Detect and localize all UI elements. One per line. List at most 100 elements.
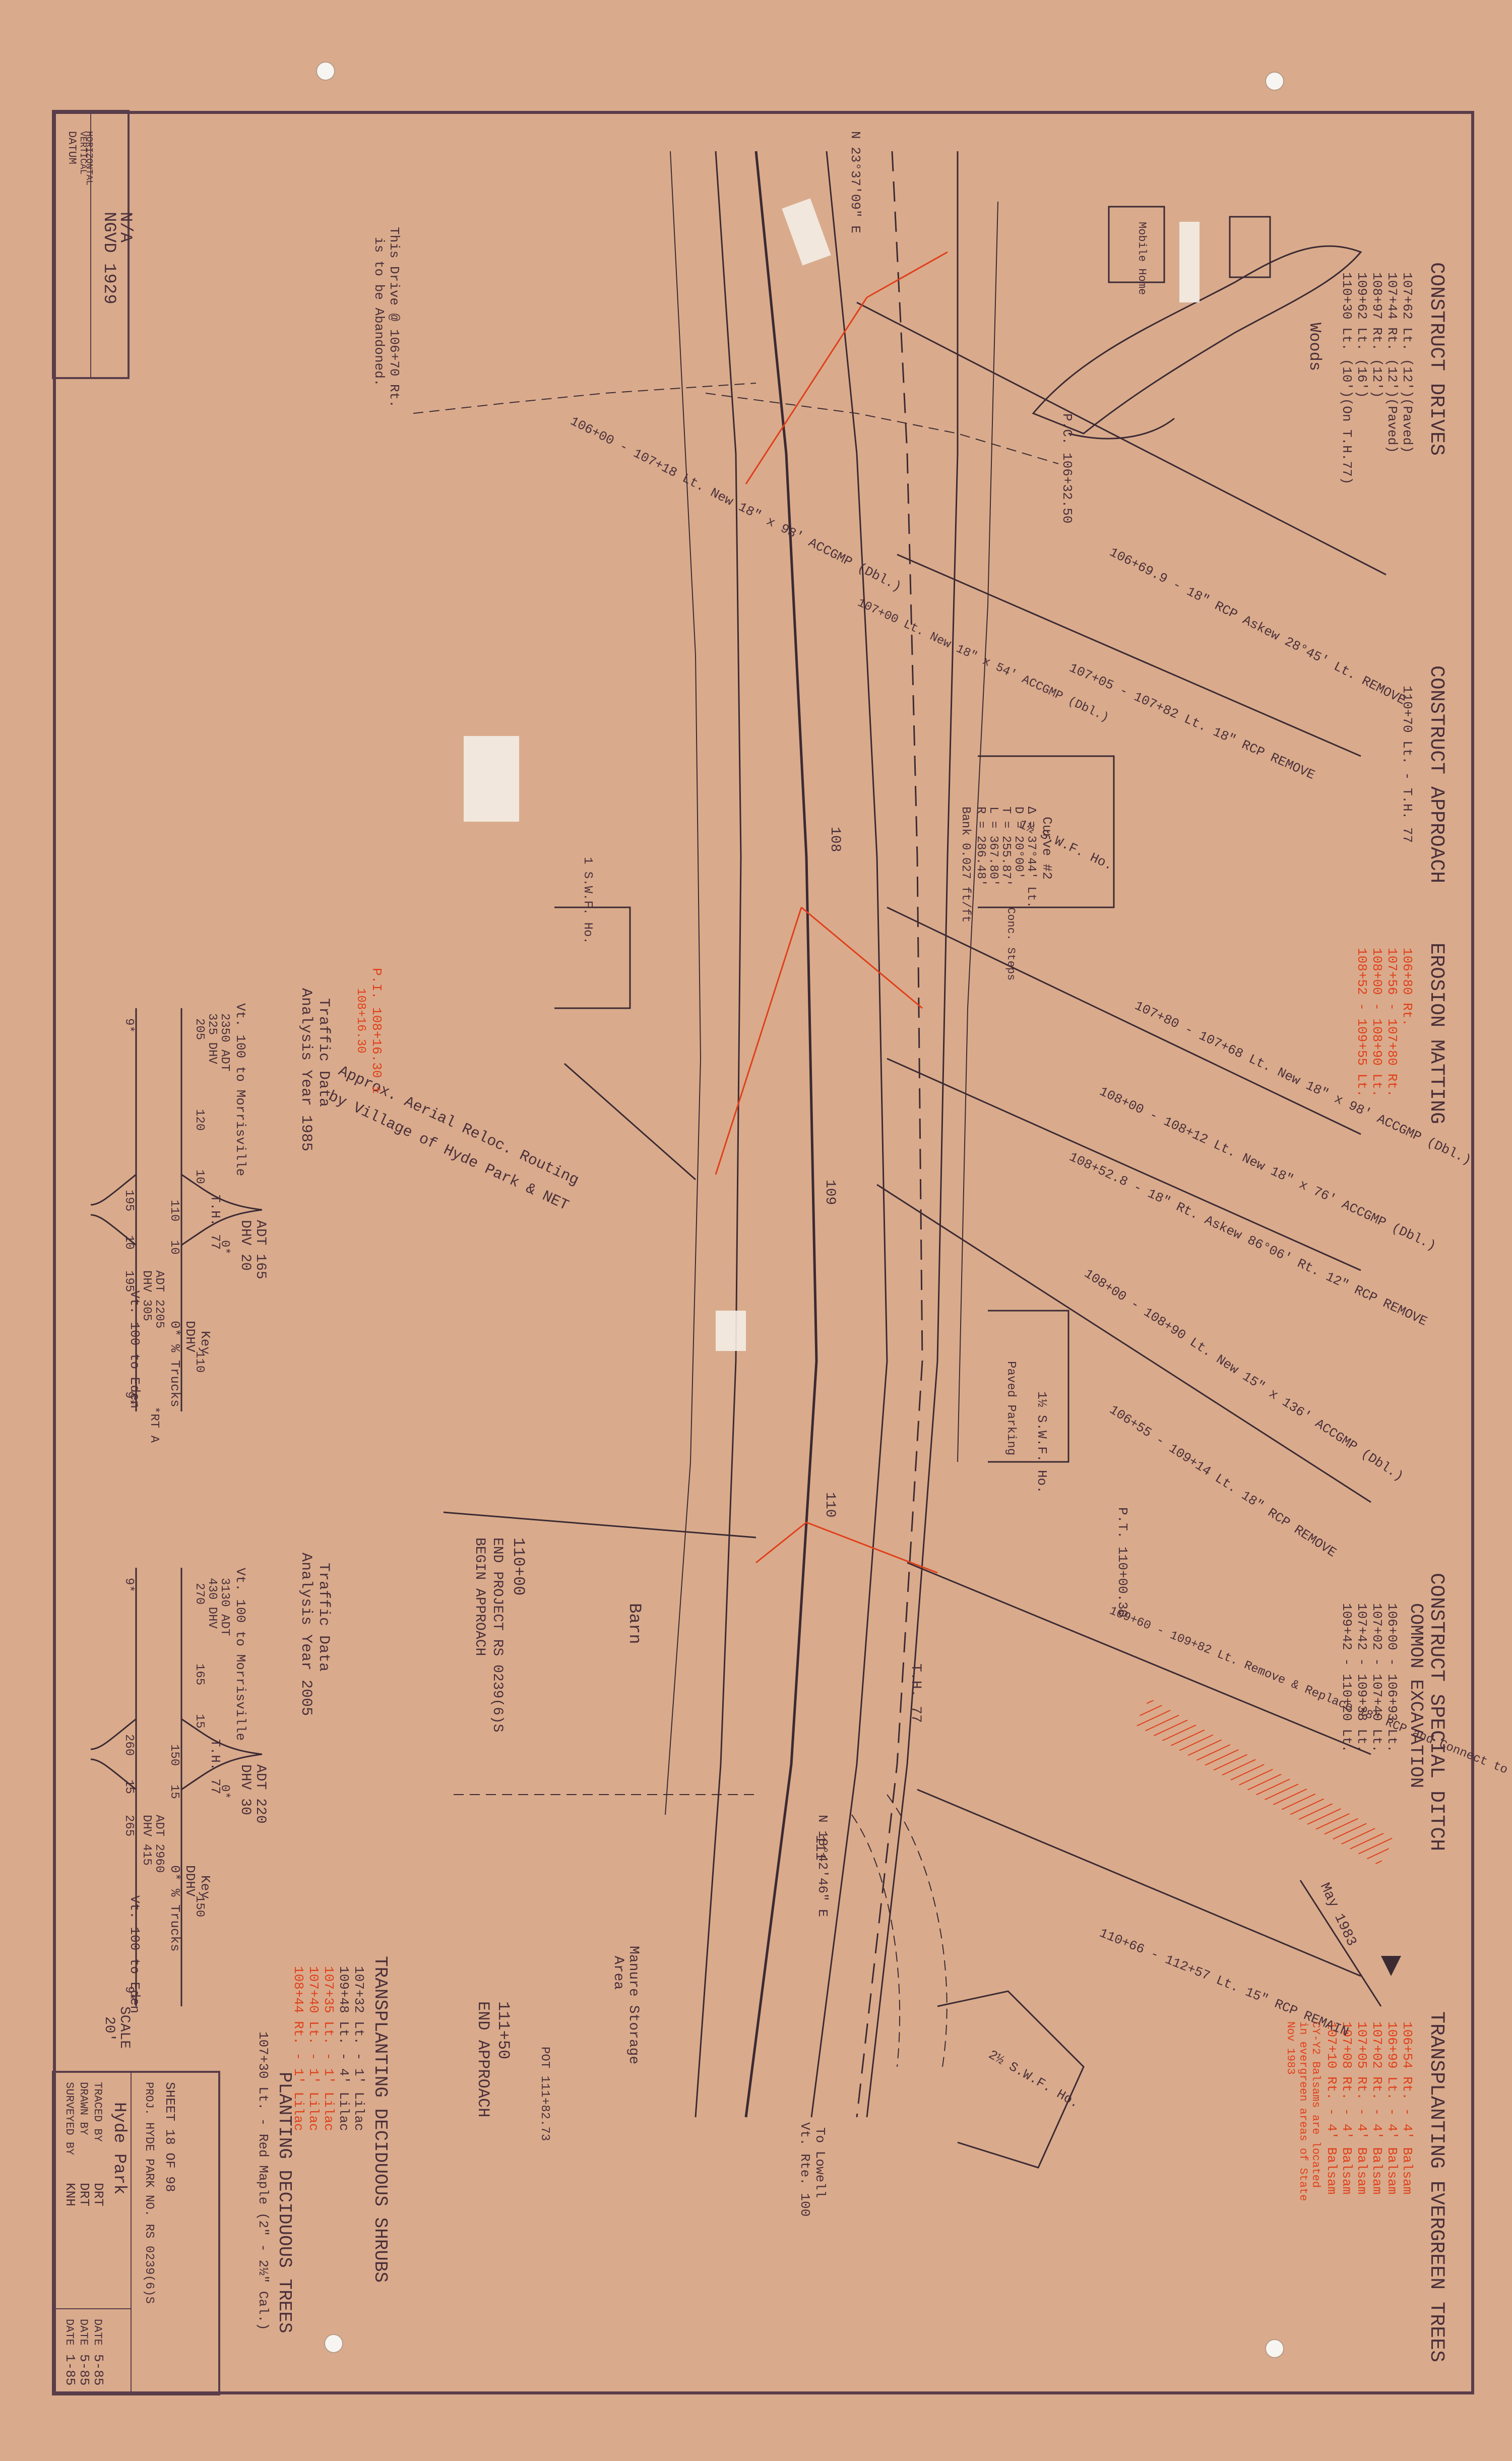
svg-text:ADT 220: ADT 220 [253,1764,268,1824]
svg-text:BEGIN APPROACH: BEGIN APPROACH [472,1537,487,1656]
svg-text:2½ S.W.F. Ho.: 2½ S.W.F. Ho. [986,2047,1082,2111]
punch-hole [324,2334,343,2353]
svg-text:110+00: 110+00 [509,1537,528,1595]
surveyed-by-label: SURVEYED BY [63,2082,76,2155]
svg-text:0*: 0* [218,1240,231,1255]
svg-text:109+60 - 109+82 Lt. Remove & R: 109+60 - 109+82 Lt. Remove & Replace 18"… [1107,1604,1512,1796]
svg-text:109+48 Lt. - 4' Lilac: 109+48 Lt. - 4' Lilac [336,1966,351,2131]
datum-block: DATUM VERTICAL HORIZONTAL NGVD 1929 N/A [52,110,135,379]
svg-text:106+00 - 107+18 Lt. New 18" x: 106+00 - 107+18 Lt. New 18" x 98' ACCGMP… [568,413,904,595]
construct-drives-note: CONSTRUCT DRIVES 107+62 Lt. (12')(Paved)… [1339,262,1447,484]
svg-text:325 DHV: 325 DHV [205,1013,219,1064]
svg-text:Vt. 100 to Eden: Vt. 100 to Eden [127,1895,142,2013]
svg-text:430 DHV: 430 DHV [205,1578,219,1629]
dashed-drives [413,383,1059,2067]
scale-label: SCALE [116,2006,132,2049]
svg-text:111+50: 111+50 [494,2001,513,2059]
svg-text:END APPROACH: END APPROACH [474,2001,492,2117]
datum-label: DATUM [66,131,78,164]
svg-text:106+99 Lt. - 4' Balsam: 106+99 Lt. - 4' Balsam [1384,2021,1400,2194]
svg-text:111: 111 [812,1835,828,1860]
svg-text:Nov 1983: Nov 1983 [1284,2021,1297,2075]
svg-text:ADT 165: ADT 165 [253,1220,268,1279]
svg-text:N 18°42'46" E: N 18°42'46" E [815,1815,830,1917]
svg-text:Vt. 100 to Eden: Vt. 100 to Eden [127,1290,142,1408]
svg-text:*RT A: *RT A [147,1406,161,1443]
svg-text:108+44 Rt. - 1' Lilac: 108+44 Rt. - 1' Lilac [291,1966,306,2131]
svg-text:CY-Y2 Balsams are located: CY-Y2 Balsams are located [1309,2021,1322,2188]
svg-text:106+55 - 109+14 Lt. 18" RCP R: 106+55 - 109+14 Lt. 18" RCP REMOVE [1107,1402,1339,1561]
leader-lines [443,301,1387,1977]
svg-text:108+97 Rt. (12'): 108+97 Rt. (12') [1369,272,1384,398]
svg-text:Vt. Rte. 100: Vt. Rte. 100 [797,2122,812,2217]
svg-text:in evergreen areas of State: in evergreen areas of State [1297,2021,1309,2201]
traffic-diagram-1985: Traffic Data Analysis Year 1985 T.H. 77 … [90,988,332,1443]
svg-text:108+16.30: 108+16.30 [354,988,367,1054]
svg-text:107+80 - 107+68 Lt. New 18" x: 107+80 - 107+68 Lt. New 18" x 98' ACCGMP… [1132,998,1474,1168]
svg-text:ADT 2960: ADT 2960 [152,1815,166,1873]
svg-text:106+80 Rt.: 106+80 Rt. [1400,948,1415,1026]
white-patches [464,198,1200,1351]
svg-text:150: 150 [193,1895,206,1917]
north-arrow [1381,1956,1401,1976]
svg-text:Traffic Data: Traffic Data [315,998,332,1107]
svg-text:Key: Key [198,1875,213,1899]
svg-text:110+30 Lt. (10')(On T.H.77): 110+30 Lt. (10')(On T.H.77) [1339,272,1354,484]
vertical-label: VERTICAL [78,131,88,174]
scale-value: 20' [101,2016,117,2042]
buildings [554,206,1271,2169]
svg-text:Curve #2: Curve #2 [1039,817,1054,880]
svg-text:15: 15 [167,1785,181,1799]
svg-text:107+44 Rt. (12')(Paved): 107+44 Rt. (12')(Paved) [1384,272,1400,453]
svg-text:205: 205 [193,1018,206,1040]
svg-text:106+69.9 - 18" RCP Askew 28°45: 106+69.9 - 18" RCP Askew 28°45' Lt. REMO… [1107,544,1408,708]
traffic-diagram-2005: Traffic Data Analysis Year 2005 T.H. 77 … [90,1553,332,2013]
svg-text:Paved Parking: Paved Parking [1004,1361,1018,1455]
svg-text:265: 265 [122,1815,136,1836]
svg-text:R = 286.48': R = 286.48' [974,807,987,886]
shrubs-note: TRANSPLANTING DECIDUOUS SHRUBS 107+32 Lt… [291,1956,391,2283]
svg-text:107+08 Rt. - 4' Balsam: 107+08 Rt. - 4' Balsam [1339,2021,1354,2194]
surveyed-by: KNH [62,2183,78,2206]
woods-label: Woods [1305,323,1324,371]
punch-hole [316,61,335,81]
date-label: DATE [91,2319,104,2346]
svg-text:108+52 - 109+55 Lt.: 108+52 - 109+55 Lt. [1354,948,1369,1097]
svg-text:0*: 0* [218,1785,231,1799]
svg-text:DHV 20: DHV 20 [237,1220,253,1271]
svg-text:Area: Area [610,1956,626,1990]
date-1: 1-85 [62,2354,78,2385]
svg-text:109+62 Lt. (16'): 109+62 Lt. (16') [1354,272,1369,398]
svg-text:107+10 Rt. - 4' Balsam: 107+10 Rt. - 4' Balsam [1324,2021,1339,2194]
svg-text:0* % Trucks: 0* % Trucks [167,1865,182,1952]
svg-text:107+62 Lt. (12')(Paved): 107+62 Lt. (12')(Paved) [1400,272,1415,453]
special-ditch-note: CONSTRUCT SPECIAL DITCH COMMON EXCAVATIO… [1339,1573,1447,1851]
deciduous-trees-note: PLANTING DECIDUOUS TREES 107+30 Lt. - Re… [256,2032,295,2333]
red-construction-lines [715,251,948,1574]
svg-text:107+56 - 107+80 Rt.: 107+56 - 107+80 Rt. [1384,948,1400,1097]
traced-by-label: TRACED BY [91,2082,104,2142]
svg-text:ADT 2205: ADT 2205 [152,1270,166,1328]
svg-text:107+42 - 109+38 Lt.: 107+42 - 109+38 Lt. [1354,1603,1369,1752]
svg-text:9*: 9* [122,1986,136,2001]
svg-text:9*: 9* [122,1018,136,1033]
svg-text:Conc. Steps: Conc. Steps [1004,907,1017,980]
svg-text:10: 10 [167,1240,181,1255]
roadway-lines [665,151,998,2118]
svg-text:150: 150 [167,1744,181,1766]
svg-text:3130 ADT: 3130 ADT [218,1578,231,1636]
svg-text:109+42 - 110+20 Lt.: 109+42 - 110+20 Lt. [1339,1603,1354,1752]
svg-text:To Lowell: To Lowell [812,2127,828,2198]
pot-label: POT 111+82.73 [538,2047,551,2141]
proj-value: HYDE PARK NO. RS 0239(6)S [142,2122,156,2304]
svg-text:15: 15 [122,1779,136,1794]
pipe-labels: 106+00 - 107+18 Lt. New 18" x 98' ACCGMP… [568,413,1512,2040]
svg-text:Bank 0.027 ft/ft: Bank 0.027 ft/ft [959,807,972,922]
date-note-line [1299,1880,1382,2007]
svg-text:2350 ADT: 2350 ADT [218,1013,231,1071]
title-block: SURVEYED BY KNH DATE 1-85 DRAWN BY DRT D… [52,2071,220,2395]
svg-text:DHV 305: DHV 305 [140,1270,153,1321]
alignment-labels: N 23°37'09" E N 18°42'46" E T.H. 77 Vt. … [797,131,923,2217]
svg-text:D = 20°00': D = 20°00' [1012,807,1025,879]
